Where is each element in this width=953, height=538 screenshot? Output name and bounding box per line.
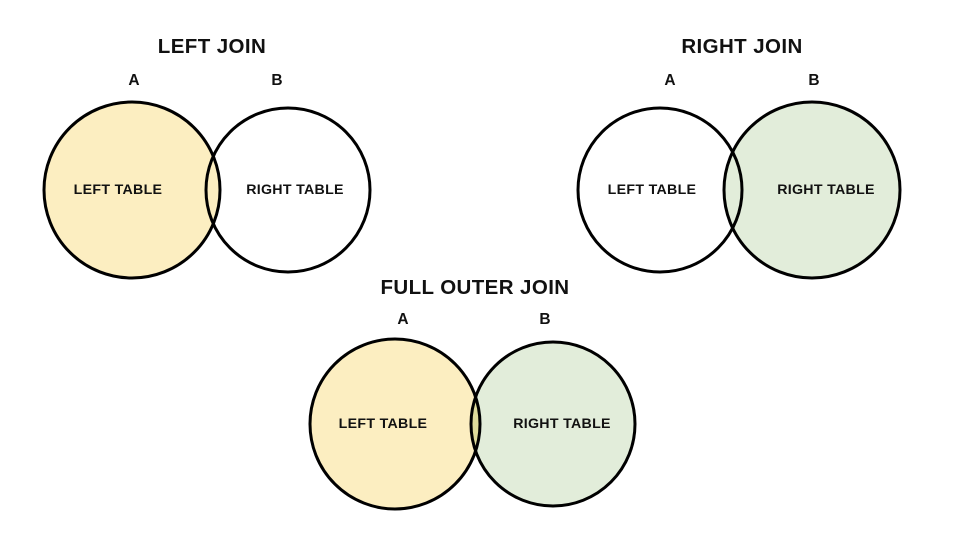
diagram-title-right-join: RIGHT JOIN (681, 35, 803, 58)
right-table-label-right-join: RIGHT TABLE (777, 182, 875, 198)
circle-a-fill-left-join (44, 102, 220, 278)
circle-b-outline-right-join (722, 100, 902, 280)
left-table-label-right-join: LEFT TABLE (607, 182, 697, 198)
set-label-b-right-join: B (808, 72, 820, 89)
set-label-a-left-join: A (128, 72, 140, 89)
circle-b-fill-left-join (206, 108, 370, 272)
diagram-title-full-outer-join: FULL OUTER JOIN (380, 276, 570, 299)
circle-a-outline-right-join (576, 106, 744, 274)
set-label-b-left-join: B (271, 72, 283, 89)
right-table-label-left-join: RIGHT TABLE (246, 182, 344, 198)
set-label-a-right-join: A (664, 72, 676, 89)
left-table-label-full-outer-join: LEFT TABLE (338, 416, 428, 432)
left-table-label-left-join: LEFT TABLE (73, 182, 163, 198)
circle-a-outline-full-outer-join (308, 337, 482, 511)
circle-a-fill-right-join (578, 108, 742, 272)
circle-b-outline-left-join (204, 106, 372, 274)
set-label-a-full-outer-join: A (397, 311, 409, 328)
circle-b-fill-full-outer-join (471, 342, 635, 506)
circle-a-fill-full-outer-join (310, 339, 480, 509)
diagram-title-left-join: LEFT JOIN (157, 35, 267, 58)
right-table-label-full-outer-join: RIGHT TABLE (513, 416, 611, 432)
set-label-b-full-outer-join: B (539, 311, 551, 328)
circle-b-fill-right-join (724, 102, 900, 278)
circle-a-outline-left-join (42, 100, 222, 280)
circle-b-outline-full-outer-join (469, 340, 637, 508)
